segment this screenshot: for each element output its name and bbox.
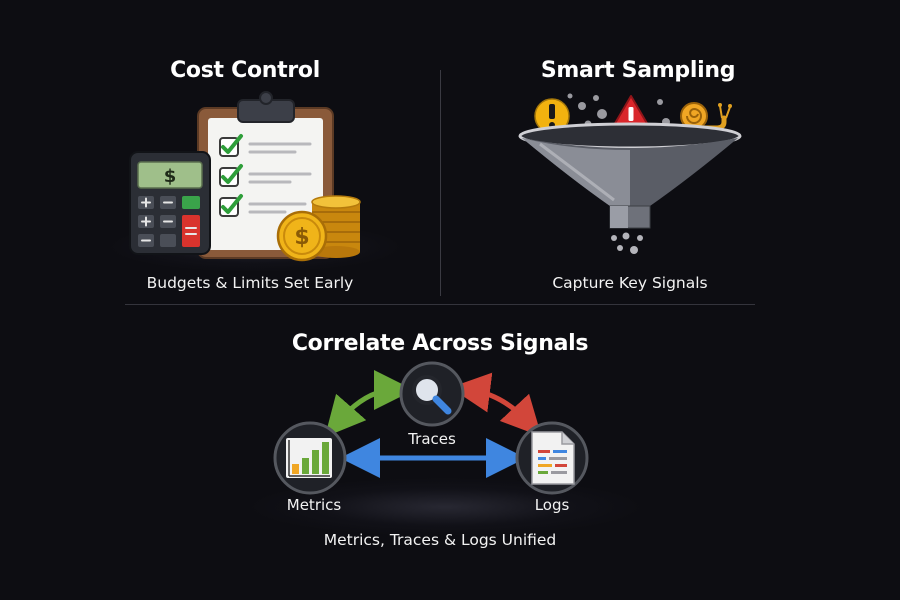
bar-chart-icon (286, 438, 332, 478)
funnel-icon (518, 122, 742, 229)
traces-logs-arrow (450, 372, 542, 437)
traces-node (399, 361, 465, 427)
correlate-title: Correlate Across Signals (291, 331, 589, 356)
logs-node (515, 421, 589, 495)
correlate-caption: Metrics, Traces & Logs Unified (323, 531, 557, 549)
metrics-traces-arrow (324, 370, 414, 438)
traces-label: Traces (408, 430, 456, 448)
checklist-checks-icon (219, 134, 243, 217)
cost-control-caption: Budgets & Limits Set Early (146, 274, 354, 292)
logs-label: Logs (534, 496, 570, 514)
smart-sampling-caption: Capture Key Signals (552, 274, 708, 292)
coin-symbol-text: $ (294, 225, 309, 250)
metrics-label: Metrics (286, 496, 342, 514)
vertical-divider (440, 70, 441, 296)
smart-sampling-title: Smart Sampling (540, 58, 736, 83)
correlate-diagram (273, 361, 589, 495)
cost-control-illustration: $ $ (129, 91, 361, 262)
log-document-icon (531, 431, 575, 485)
info-exclamation-icon (534, 98, 570, 134)
horizontal-divider (125, 304, 755, 305)
calculator-icon: $ (129, 151, 211, 255)
output-dots (611, 232, 643, 254)
metrics-node (273, 421, 347, 495)
calculator-display-text: $ (164, 166, 177, 187)
smart-sampling-illustration (518, 93, 742, 254)
magnifier-icon (412, 375, 452, 415)
cost-control-title: Cost Control (170, 58, 320, 83)
coin-stack-icon: $ (276, 195, 361, 262)
